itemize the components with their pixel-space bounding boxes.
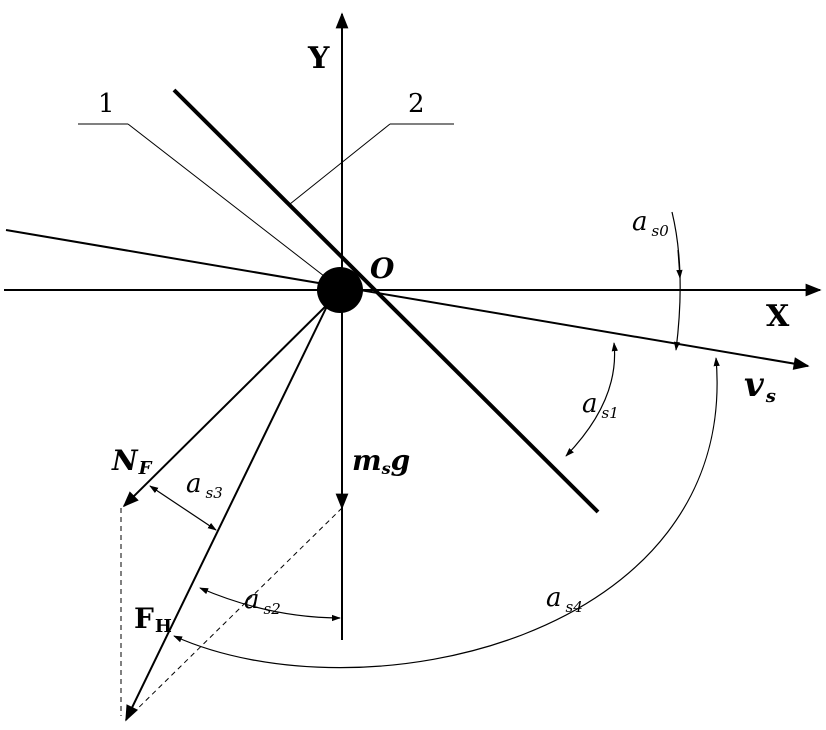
- resultant-force-label: FH: [134, 602, 172, 637]
- line-1: [127, 123, 343, 291]
- normal-force-arrow: [122, 293, 339, 508]
- resultant-force-arrow: [125, 299, 331, 722]
- angle-arc-s4: [173, 357, 720, 669]
- velocity-line: [5, 229, 810, 370]
- y-axis-label: Y: [307, 41, 330, 76]
- leader-2: [289, 123, 391, 205]
- part-2-label: 2: [408, 89, 425, 119]
- plate-line-2: [172, 88, 600, 514]
- origin-label: O: [370, 252, 395, 285]
- particle: [317, 267, 363, 313]
- normal-force-label: NF: [111, 444, 153, 479]
- gravity-label: msg: [352, 444, 410, 478]
- dashed-diagonal: [125, 507, 343, 721]
- angle-arc-s0-tick: [676, 249, 683, 279]
- angle-arc-s0: [671, 211, 681, 351]
- part-1-label: 1: [98, 89, 115, 119]
- x-axis-label: X: [766, 299, 790, 334]
